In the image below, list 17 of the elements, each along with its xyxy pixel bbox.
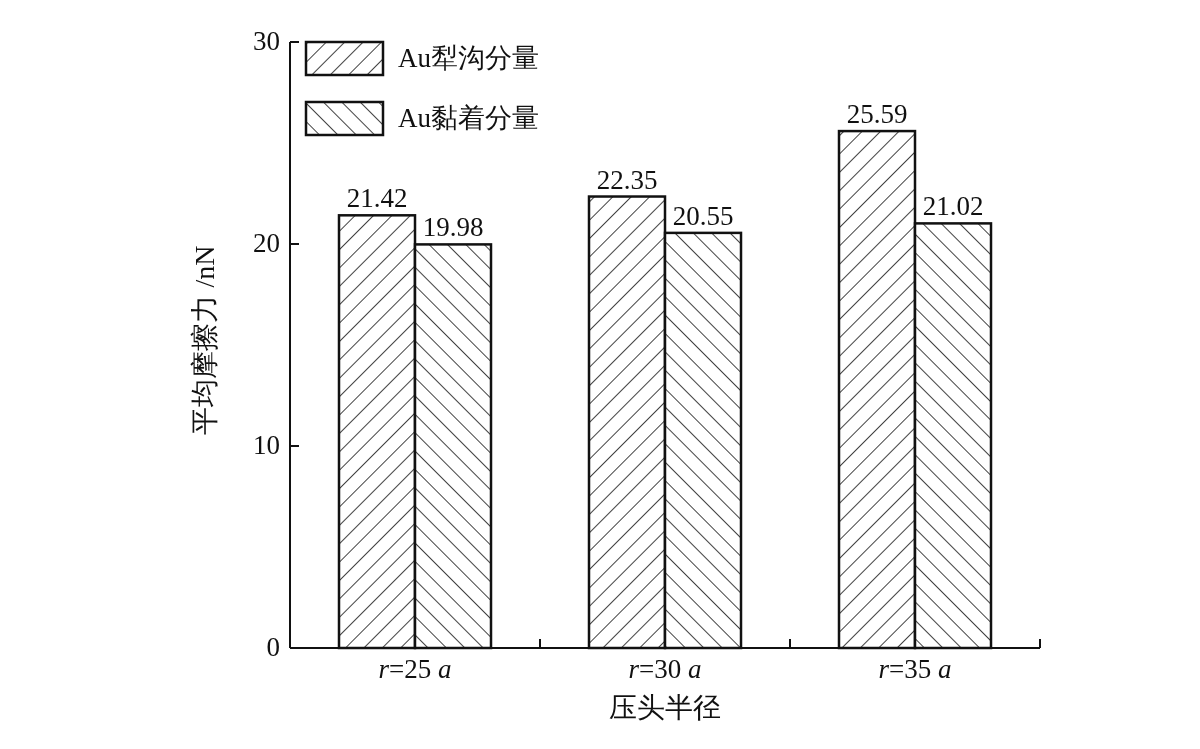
- legend-label: Au犁沟分量: [398, 45, 539, 72]
- tick-label: 20: [253, 230, 280, 257]
- value-label: 20.55: [672, 202, 734, 230]
- value-label: 21.42: [346, 185, 408, 213]
- legend-label: Au黏着分量: [398, 105, 539, 132]
- tick-label: 30: [253, 28, 280, 55]
- category-label: r=30 a: [628, 656, 702, 683]
- tick-label: 0: [266, 634, 280, 661]
- value-label: 21.02: [922, 193, 984, 221]
- x-axis-title: 压头半径: [609, 694, 721, 722]
- y-axis-title: 平均摩擦力 /nN: [191, 245, 219, 435]
- value-label: 25.59: [846, 101, 908, 129]
- value-label: 19.98: [422, 214, 484, 242]
- value-label: 22.35: [596, 166, 658, 194]
- tick-label: 10: [253, 432, 280, 459]
- category-label: r=35 a: [878, 656, 952, 683]
- category-label: r=25 a: [378, 656, 452, 683]
